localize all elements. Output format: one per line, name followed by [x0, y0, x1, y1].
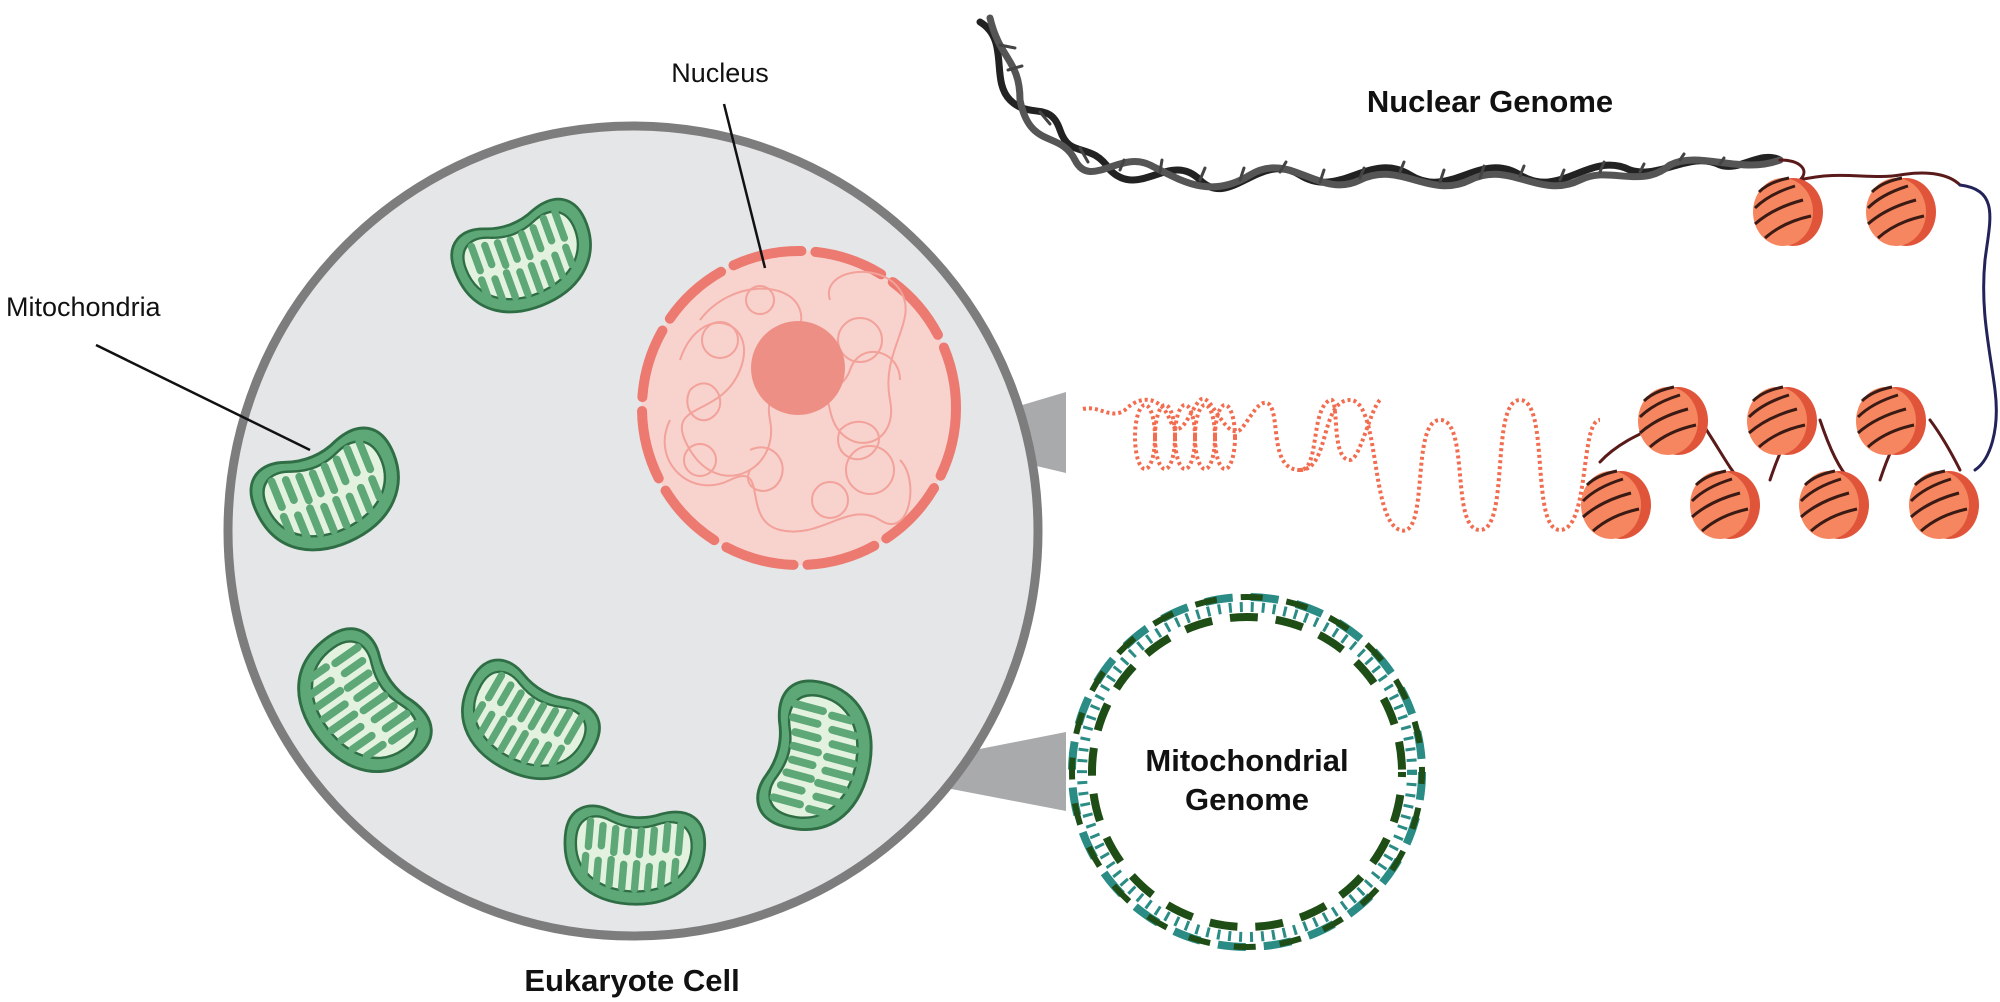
eukaryote-cell-label: Eukaryote Cell — [524, 963, 739, 998]
nucleosome-4 — [1745, 385, 1819, 457]
nucleosome-5 — [1854, 385, 1928, 457]
chromatin-fiber — [1082, 396, 1601, 533]
nucleosome-6 — [1579, 469, 1653, 541]
mitochondrial-genome-label-line2: Genome — [1185, 782, 1309, 817]
nucleosome-7 — [1688, 469, 1762, 541]
nucleus-label: Nucleus — [671, 58, 769, 88]
nucleus-leader-line — [722, 103, 767, 269]
nucleolus — [751, 321, 845, 415]
nucleosome-8 — [1797, 469, 1871, 541]
mitochondrial-dna-circle — [1068, 593, 1426, 951]
mitochondrial-genome-label-line1: Mitochondrial — [1145, 743, 1348, 778]
mitochondria-label: Mitochondria — [6, 292, 162, 322]
mitochondria-leader-line — [95, 343, 311, 452]
mitochondria-callout-wedge — [863, 732, 1066, 811]
nucleosome-9 — [1907, 469, 1981, 541]
nuclear-genome-label: Nuclear Genome — [1367, 84, 1613, 119]
chromatin-tangle — [663, 270, 912, 533]
nucleosome-3 — [1636, 385, 1710, 457]
nucleus — [637, 246, 961, 570]
nuclear-dna-helix — [976, 14, 1998, 482]
nucleosome-2 — [1864, 176, 1938, 248]
nucleosome-1 — [1751, 176, 1825, 248]
